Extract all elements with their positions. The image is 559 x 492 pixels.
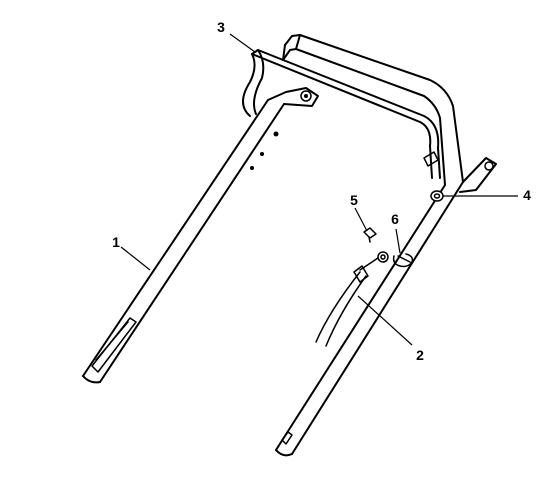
cable-nut — [430, 190, 444, 202]
leader-lines — [120, 33, 518, 346]
callout-2: 2 — [416, 347, 424, 363]
control-bail-bar — [242, 49, 441, 179]
upper-u-handle — [282, 34, 464, 186]
callout-4: 4 — [523, 187, 531, 203]
left-tube-bolts — [250, 90, 312, 170]
cable-clip — [392, 253, 414, 268]
callout-6: 6 — [391, 211, 399, 227]
left-tube-slot — [91, 317, 137, 373]
right-handle-tube — [275, 157, 497, 457]
right-bracket-bolt — [484, 161, 494, 171]
bail-clip — [423, 151, 439, 167]
left-handle-tube — [82, 87, 319, 384]
callout-5: 5 — [350, 192, 358, 208]
control-cable — [315, 251, 389, 347]
callout-1: 1 — [112, 234, 120, 250]
callout-3: 3 — [217, 19, 225, 35]
right-tube-slot — [281, 431, 293, 445]
screw — [363, 227, 377, 243]
